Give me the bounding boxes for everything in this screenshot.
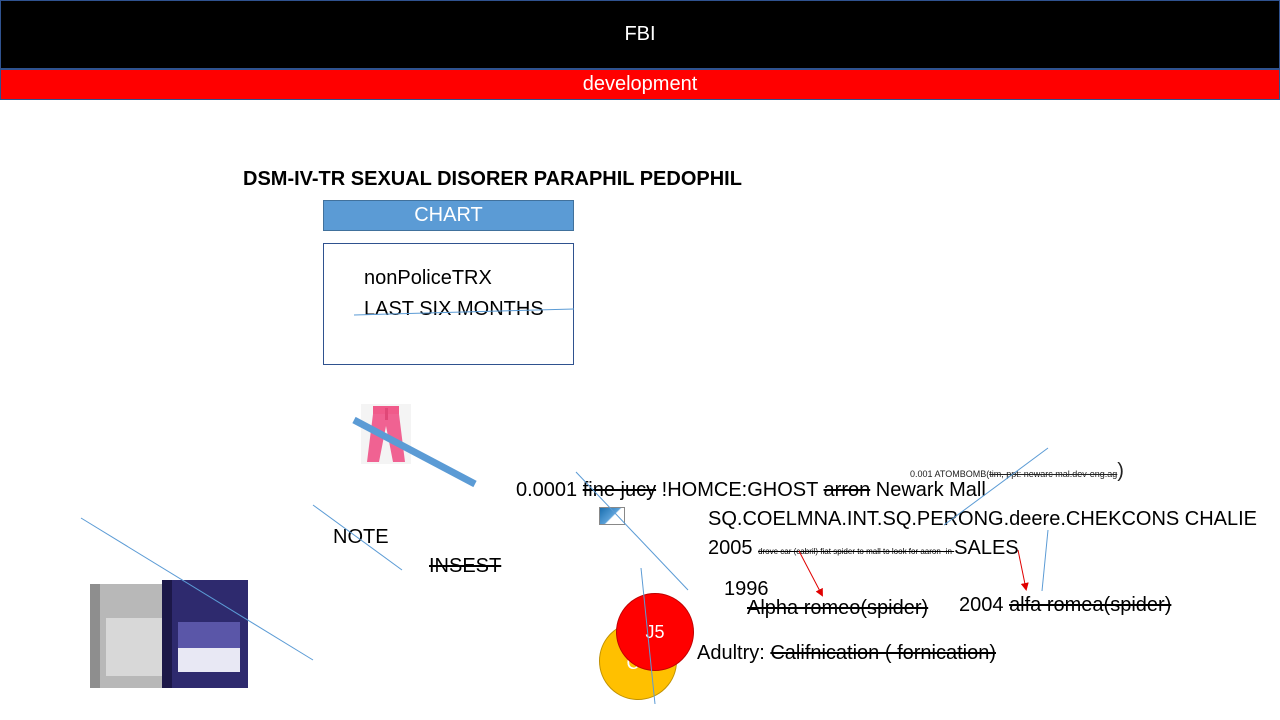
atombomb-suffix: ) <box>1117 460 1124 482</box>
year-2005-line: 2005 drove car (cabril) fiat spider to m… <box>708 537 1019 560</box>
alfa-romea: alfa romea(spider) <box>1009 594 1172 616</box>
subheader-bar: development <box>0 69 1280 100</box>
adultry-line: Adultry: Califnication ( fornication) <box>697 642 996 665</box>
atombomb-struck: tim, ppt: newarc mal.dev-eng.ag <box>989 469 1118 479</box>
red-circle: J5 <box>616 593 694 671</box>
year-2005: 2005 <box>708 537 753 559</box>
box-line-2: LAST SIX MONTHS <box>364 298 544 320</box>
text-box <box>323 243 574 365</box>
red-arrow-alfa <box>1017 549 1029 591</box>
small-image-icon <box>599 507 625 525</box>
dsm-books-image <box>88 578 250 690</box>
note-label: NOTE <box>333 526 389 548</box>
books-graphic <box>90 580 248 688</box>
drove-car-note: drove car (cabril) fiat spider to mall t… <box>758 547 955 556</box>
alpha-romeo: Alpha romeo(spider) <box>747 597 929 619</box>
line-sales <box>1041 529 1049 592</box>
year-2004-line: 2004 alfa romea(spider) <box>959 594 1171 617</box>
sq-line: SQ.COELMNA.INT.SQ.PERONG.deere.CHEKCONS … <box>708 508 1258 530</box>
subheader-title: development <box>582 73 698 95</box>
sales-label: SALES <box>954 537 1019 559</box>
homce-line: 0.0001 fine jucy !HOMCE:GHOST arron Newa… <box>516 479 986 502</box>
califnication-struck: Califnication ( fornication) <box>770 642 997 664</box>
pants-image <box>361 404 411 464</box>
newark-mall: Newark Mall <box>870 479 986 501</box>
header-bar: FBI <box>0 0 1280 69</box>
chart-button[interactable]: CHART <box>323 200 574 231</box>
arron-struck: arron <box>823 479 871 501</box>
year-1996: 1996 <box>724 578 769 600</box>
atombomb-prefix: 0.001 ATOMBOMB( <box>910 469 990 479</box>
pants-graphic <box>367 406 405 462</box>
homce-mid: !HOMCE:GHOST <box>656 479 824 501</box>
year-2004: 2004 <box>959 594 1010 616</box>
adultry-label: Adultry: <box>697 642 771 664</box>
page-heading: DSM-IV-TR SEXUAL DISORER PARAPHIL PEDOPH… <box>243 168 742 190</box>
insest-label: INSEST <box>429 555 502 577</box>
fine-jucy-struck: fine jucy <box>582 479 657 501</box>
box-line-1: nonPoliceTRX <box>364 267 492 289</box>
header-title: FBI <box>624 23 656 45</box>
red-circle-label: J5 <box>645 621 665 642</box>
homce-prefix: 0.0001 <box>516 479 583 501</box>
